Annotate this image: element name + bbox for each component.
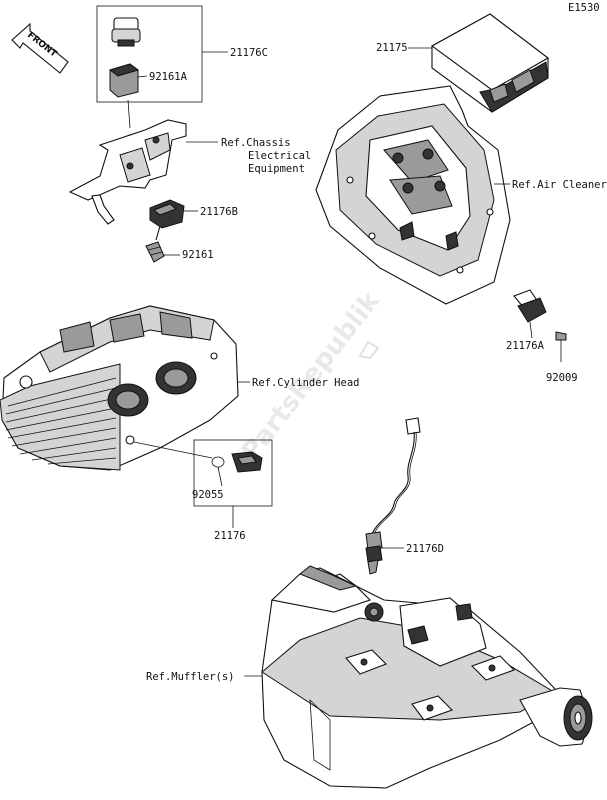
label-21176d: 21176D (406, 543, 444, 555)
front-arrow-icon: FRONT (11, 22, 69, 74)
label-ref-air-cleaner: Ref.Air Cleaner (512, 179, 607, 191)
watermark-logo-icon (358, 340, 380, 360)
sensor-21176c-part (111, 17, 141, 47)
label-21176c: 21176C (230, 47, 268, 59)
label-21176a: 21176A (506, 340, 544, 352)
sensor-21176-part (231, 451, 263, 473)
sensor-21176b-part (149, 199, 185, 241)
label-21175: 21175 (376, 42, 408, 54)
label-ref-chassis: Ref.Chassis (221, 137, 291, 149)
label-21176: 21176 (214, 530, 246, 542)
connector-92161a-part (108, 63, 148, 98)
cylinder-head-part (0, 305, 239, 471)
sensor-21176a-part (513, 289, 547, 339)
chassis-bracket-part (68, 99, 187, 225)
label-ref-chassis-line2: Electrical (248, 150, 312, 162)
screw-92009-part (555, 331, 567, 362)
label-ref-chassis-line3: Equipment (248, 163, 305, 175)
gasket-92055-part (211, 456, 225, 487)
air-cleaner-part (315, 85, 511, 305)
label-92009: 92009 (546, 372, 578, 384)
muffler-part (261, 565, 593, 789)
bolt-92161-part (145, 241, 165, 263)
label-ref-cylinder-head: Ref.Cylinder Head (252, 377, 360, 389)
ecu-21175-part (430, 13, 549, 113)
group-box-21176c (96, 5, 203, 103)
diagram-code: E1530 (568, 2, 600, 14)
label-92161a: 92161A (149, 71, 187, 83)
label-21176b: 21176B (200, 206, 238, 218)
label-ref-muffler: Ref.Muffler(s) (146, 671, 235, 683)
label-92055: 92055 (192, 489, 224, 501)
label-92161: 92161 (182, 249, 214, 261)
leader-cylinder-sensor (133, 441, 213, 459)
